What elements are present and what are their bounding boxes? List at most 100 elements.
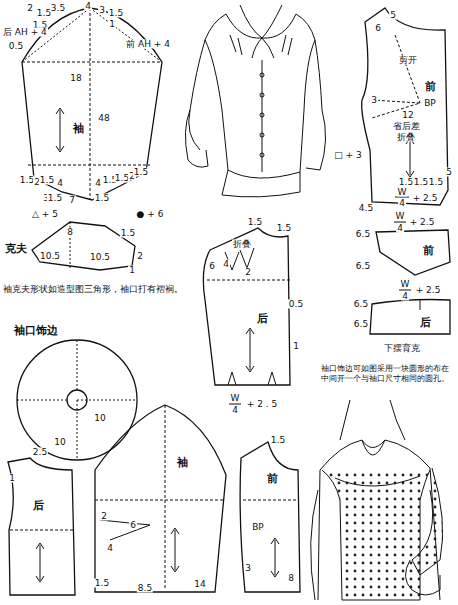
dimension-label: 10.5 bbox=[39, 252, 61, 261]
dimension-label: 2 bbox=[244, 268, 252, 277]
piece-name: 克夫 bbox=[5, 243, 27, 254]
dimension-label: + 2.5 bbox=[409, 218, 436, 227]
dimension-label: 折叠 bbox=[396, 133, 416, 142]
dimension-label: 1.5 bbox=[133, 168, 149, 177]
dimension-label: 3 bbox=[244, 564, 252, 573]
dimension-label: 6 bbox=[374, 24, 382, 33]
dimension-label: 1.5 bbox=[428, 178, 444, 187]
dimension-label: 1.5 bbox=[413, 178, 429, 187]
pattern-piece: 袖口饰边 bbox=[14, 322, 140, 464]
dimension-label: 1 bbox=[128, 266, 136, 275]
dimension-label: 1.5 bbox=[47, 194, 63, 203]
dimension-label: 6 bbox=[208, 262, 216, 271]
dimension-label: 下摆育克 bbox=[383, 344, 421, 353]
dimension-label: 6 bbox=[129, 521, 137, 530]
note-text: 袖口饰边可如图采用一块圆形的布在中间开一个与袖口尺寸相同的圆孔。 bbox=[320, 364, 450, 384]
dimension-label: 8.5 bbox=[137, 584, 153, 593]
dimension-label: 2.5 bbox=[32, 448, 48, 457]
piece-name: 后 bbox=[33, 500, 44, 511]
dimension-label: 8 bbox=[287, 574, 295, 583]
pattern-piece: 前 bbox=[370, 226, 454, 278]
piece-name: 后 bbox=[257, 313, 268, 324]
dimension-label: 6.5 bbox=[353, 320, 369, 329]
piece-outline bbox=[90, 402, 230, 598]
dimension-label: 1.5 bbox=[276, 224, 292, 233]
dimension-label: 1.5 bbox=[120, 229, 136, 238]
dimension-label: 0.5 bbox=[8, 42, 24, 51]
dimension-label: 省后差 bbox=[392, 122, 421, 131]
dimension-label: 1.5 bbox=[39, 176, 55, 185]
dimension-label: 6.5 bbox=[353, 300, 369, 309]
dimension-label: 1.5 bbox=[94, 194, 110, 203]
dimension-label: 4 bbox=[106, 544, 114, 553]
dimension-label: 2 bbox=[100, 512, 108, 521]
dimension-label: 4.5 bbox=[358, 204, 374, 213]
dimension-label: 3 bbox=[98, 6, 106, 15]
dimension-label: 2 bbox=[136, 252, 144, 261]
dimension-label: 后 AH + 4 bbox=[2, 28, 48, 37]
dimension-label: 3 bbox=[370, 96, 378, 105]
dimension-label: 1 bbox=[292, 342, 300, 351]
dimension-label: 6.5 bbox=[355, 230, 371, 239]
piece-name: 前 bbox=[425, 81, 436, 92]
dimension-label: 剪开 bbox=[398, 56, 418, 65]
dimension-label: 14 bbox=[193, 580, 206, 589]
dimension-label: 10 bbox=[53, 438, 66, 447]
piece-outline bbox=[14, 322, 140, 464]
dimension-label: 4 bbox=[398, 199, 406, 208]
dimension-label: 4 bbox=[94, 179, 102, 188]
piece-name: 袖 bbox=[73, 123, 84, 134]
piece-outline bbox=[370, 226, 454, 278]
dimension-label: 4 bbox=[56, 179, 64, 188]
dimension-label: W bbox=[395, 212, 406, 221]
dimension-label: 5 bbox=[445, 168, 453, 177]
dimension-label: BP bbox=[251, 523, 265, 532]
dimension-label: 4 bbox=[231, 406, 239, 415]
dimension-label: 1.5 bbox=[398, 178, 414, 187]
dimension-label: 前 AH + 4 bbox=[125, 40, 171, 49]
dimension-label: 4 bbox=[401, 292, 409, 301]
piece-outline bbox=[366, 296, 454, 336]
dimension-label: 袖克夫形状如造型图三角形，袖口打有褶裥。 bbox=[2, 285, 184, 294]
dimension-label: BP bbox=[423, 99, 437, 108]
dimension-label: 2 bbox=[26, 4, 34, 13]
piece-name: 前 bbox=[423, 245, 434, 256]
dimension-label: 1 bbox=[108, 20, 116, 29]
piece-name: 袖 bbox=[177, 457, 188, 468]
dimension-label: 1 bbox=[8, 474, 16, 483]
piece-name: 前 bbox=[267, 473, 278, 484]
piece-name: 袖口饰边 bbox=[14, 325, 58, 336]
dimension-label: 4 bbox=[396, 224, 404, 233]
pattern-piece: 袖 bbox=[90, 402, 230, 598]
dimension-label: △ + 5 bbox=[31, 210, 59, 219]
piece-name: 后 bbox=[420, 317, 431, 328]
dimension-label: 12 bbox=[401, 111, 414, 120]
dimension-label: + 2.5 bbox=[415, 286, 442, 295]
dimension-label: 10.5 bbox=[89, 253, 111, 262]
dimension-label: W bbox=[397, 188, 408, 197]
dimension-label: 1.5 bbox=[108, 9, 124, 18]
dimension-label: □ + 3 bbox=[333, 151, 363, 160]
dimension-label: 6.5 bbox=[355, 262, 371, 271]
dimension-label: 1.5 bbox=[270, 436, 286, 445]
dimension-label: 1.5 bbox=[94, 579, 110, 588]
dimension-label: 7 bbox=[68, 196, 76, 205]
dimension-label: ● + 6 bbox=[136, 210, 165, 219]
dimension-label: 8 bbox=[66, 228, 74, 237]
pattern-piece: 克夫 bbox=[4, 218, 144, 274]
dimension-label: W bbox=[400, 280, 411, 289]
dimension-label: 折叠 bbox=[232, 240, 252, 249]
dimension-label: 48 bbox=[97, 114, 110, 123]
pattern-piece: 后 bbox=[366, 296, 454, 336]
dimension-label: + 2.5 bbox=[412, 194, 439, 203]
dimension-label: 0.5 bbox=[288, 300, 304, 309]
dimension-label: 1.5 bbox=[247, 218, 263, 227]
dimension-label: 4 bbox=[222, 260, 230, 269]
dimension-label: 4 bbox=[84, 2, 92, 11]
dimension-label: 5 bbox=[389, 11, 397, 20]
dimension-label: 3.5 bbox=[50, 4, 66, 13]
dimension-label: W bbox=[230, 394, 241, 403]
dimension-label: 18 bbox=[69, 74, 82, 83]
